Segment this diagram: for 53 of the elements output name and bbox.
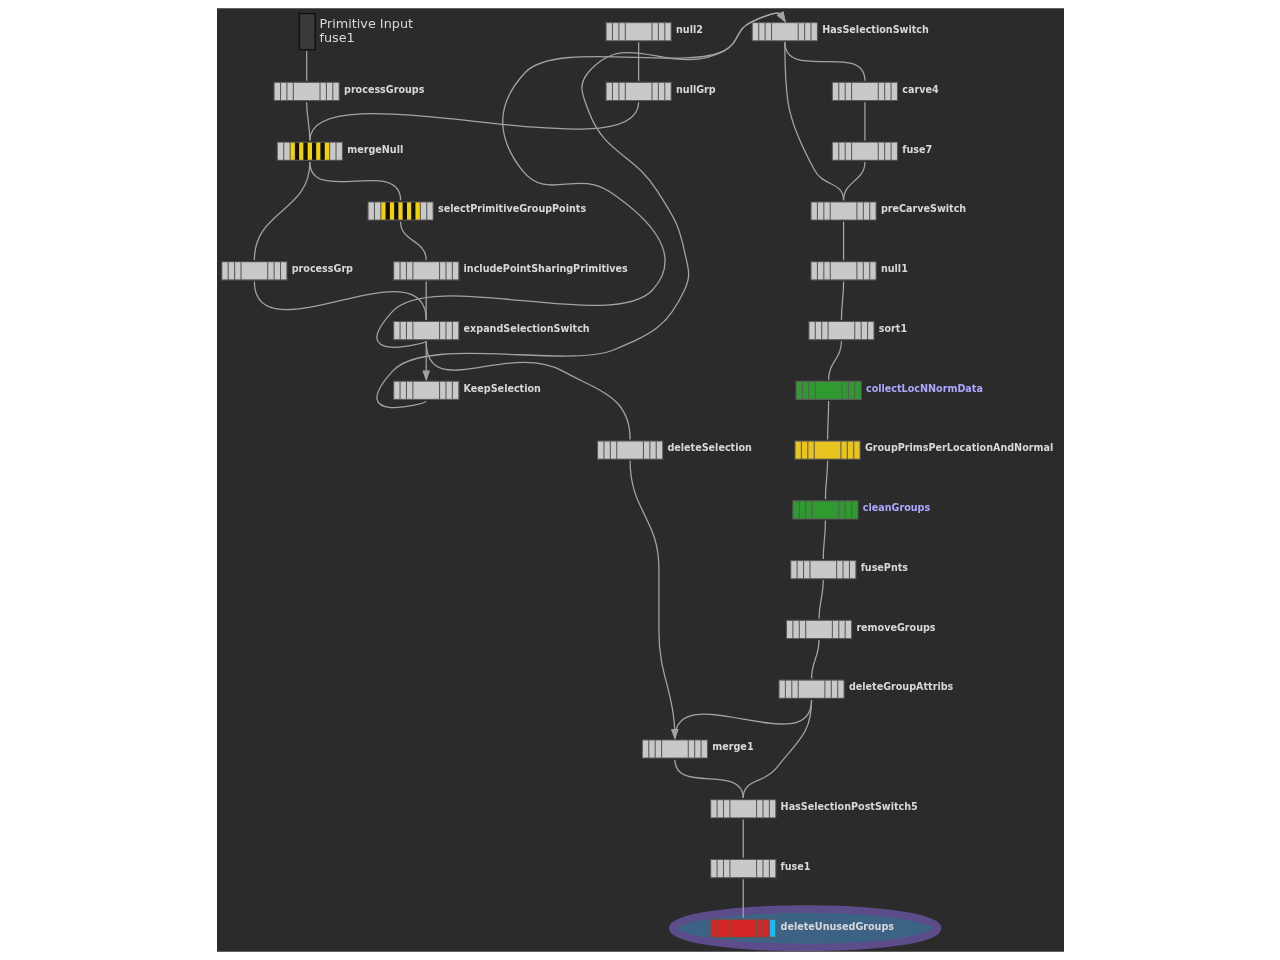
connector	[637, 41, 639, 82]
connector	[824, 460, 828, 500]
node-label: GroupPrimsPerLocationAndNormal	[864, 442, 1053, 454]
node-label: sort1	[878, 322, 907, 334]
connector	[742, 818, 744, 859]
node-label: selectPrimitiveGroupPoints	[437, 203, 586, 215]
connector	[742, 878, 744, 919]
node-label: merge1	[711, 741, 754, 753]
connector	[425, 280, 427, 321]
connector	[308, 161, 401, 201]
connector	[810, 639, 820, 680]
arrow	[375, 11, 786, 348]
connector	[425, 340, 631, 441]
node-label: mergeNull	[346, 143, 403, 155]
node-label: HasSelectionSwitch	[821, 23, 929, 35]
connector	[253, 280, 427, 321]
node-label: null1	[880, 263, 908, 275]
arrow	[375, 11, 786, 409]
connector	[822, 519, 826, 560]
connector	[842, 221, 844, 261]
node-label: KeepSelection	[463, 382, 541, 394]
connector	[817, 579, 824, 620]
connector	[673, 759, 744, 799]
node-label: processGrp	[291, 263, 353, 275]
node-label: fuse7	[901, 143, 932, 155]
node-label: includePointSharingPrimitives	[463, 263, 628, 275]
node-ellipse: deleteUnusedGroups	[668, 905, 941, 952]
connector	[399, 221, 427, 261]
node-label: expandSelectionSwitch	[463, 322, 590, 334]
node-label: removeGroups	[855, 621, 936, 633]
node-label: null2	[675, 23, 703, 35]
node-label: nullGrp	[675, 83, 716, 95]
connector	[840, 280, 844, 321]
node-label: fusePnts	[860, 561, 908, 573]
node-label: collectLocNNormData	[865, 382, 983, 394]
node-label: deleteSelection	[666, 442, 752, 454]
node-label: cleanGroups	[862, 502, 930, 514]
node-label: fuse1	[318, 29, 355, 45]
arrow	[421, 340, 430, 382]
node-label: preCarveSwitch	[880, 203, 966, 215]
connector	[742, 699, 812, 799]
connector	[863, 101, 866, 142]
node-label: carve4	[901, 83, 939, 95]
connector	[826, 400, 829, 441]
node-label: HasSelectionPostSwitch5	[780, 801, 918, 813]
node-label: deleteGroupAttribs	[848, 681, 953, 693]
node-label: Primitive Input	[318, 16, 413, 32]
connector	[842, 161, 866, 201]
connector	[308, 101, 639, 142]
node-label: fuse1	[780, 860, 811, 872]
connector	[827, 340, 842, 381]
node-label: processGroups	[343, 83, 424, 95]
connector	[305, 50, 307, 82]
